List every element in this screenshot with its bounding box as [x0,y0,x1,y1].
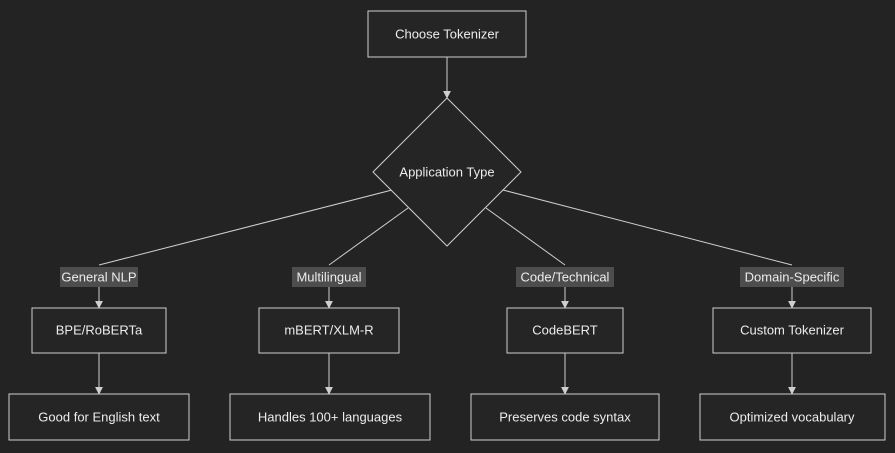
edges [95,57,796,395]
edge-decision-to-domain-specific [502,189,793,266]
edge-label-general-nlp-text: General NLP [61,270,136,285]
tokenizer-node-label: BPE/RoBERTa [56,323,143,338]
root-node: Choose Tokenizer [367,10,527,58]
decision-node-label: Application Type [399,165,494,180]
edge-decision-to-general-nlp [98,189,393,266]
edge-label-domain-specific-text: Domain-Specific [745,270,840,285]
edge-label-multilingual: Multilingual [292,267,366,287]
edge-labels: General NLP Multilingual Code/Technical … [60,267,844,287]
outcome-node-languages: Handles 100+ languages [229,393,431,441]
edge-label-multilingual-text: Multilingual [296,270,361,285]
edge-decision-to-code-technical [485,207,566,266]
tokenizer-nodes: BPE/RoBERTa mBERT/XLM-R CodeBERT Custom … [31,307,872,354]
decision-node: Application Type [372,97,522,247]
tokenizer-node-label: CodeBERT [532,323,598,338]
outcome-node-vocabulary: Optimized vocabulary [699,393,886,441]
root-node-label: Choose Tokenizer [395,27,499,42]
edge-label-general-nlp: General NLP [60,267,138,287]
tokenizer-node-mbert-xlmr: mBERT/XLM-R [258,307,400,354]
edge-label-domain-specific: Domain-Specific [740,267,844,287]
tokenizer-node-label: Custom Tokenizer [740,323,844,338]
tokenizer-node-label: mBERT/XLM-R [284,323,373,338]
tokenizer-node-codebert: CodeBERT [506,307,624,354]
edge-decision-to-multilingual [328,207,409,266]
edge-label-code-technical: Code/Technical [516,267,614,287]
outcome-node-code-syntax: Preserves code syntax [470,393,660,441]
outcome-node-label: Preserves code syntax [499,410,631,425]
tokenizer-node-bpe-roberta: BPE/RoBERTa [31,307,167,354]
outcome-node-label: Optimized vocabulary [730,410,855,425]
tokenizer-node-custom: Custom Tokenizer [712,307,872,354]
outcome-nodes: Good for English text Handles 100+ langu… [8,393,886,441]
edge-label-code-technical-text: Code/Technical [521,270,610,285]
outcome-node-label: Handles 100+ languages [258,410,403,425]
outcome-node-label: Good for English text [38,410,160,425]
outcome-node-english: Good for English text [8,393,190,441]
